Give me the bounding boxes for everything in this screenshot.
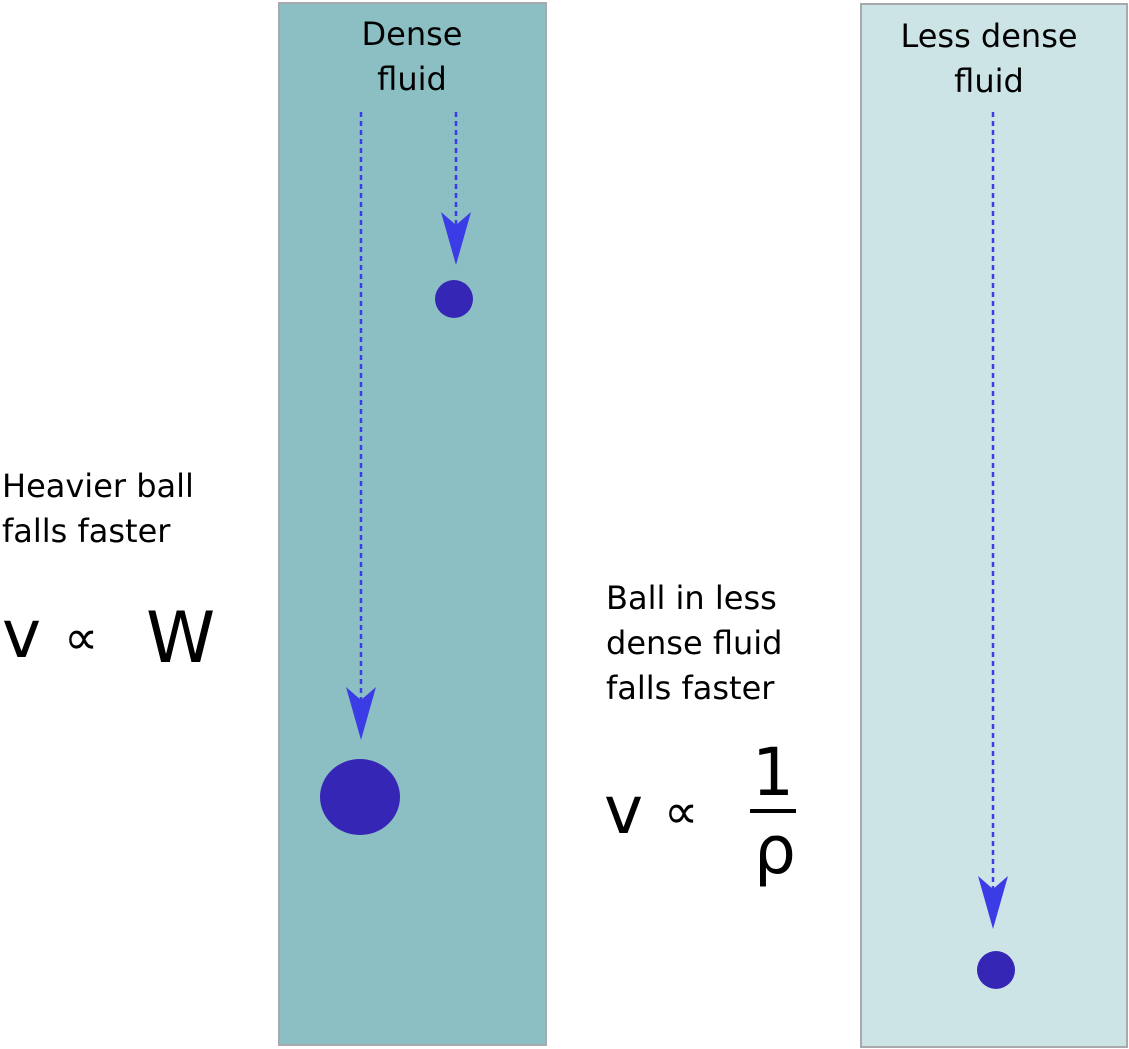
dense-fluid-container <box>278 2 547 1046</box>
density-formula-lhs: v <box>604 772 643 849</box>
heavy-ball-arrowhead-icon <box>346 687 376 740</box>
density-caption-line3: falls faster <box>606 669 775 707</box>
dense-fluid-label-line1: Dense <box>362 15 463 53</box>
light-ball-less-dense-fluid <box>977 951 1015 989</box>
density-formula-denominator: ρ <box>754 812 796 889</box>
weight-caption-line1: Heavier ball <box>2 467 194 505</box>
weight-formula-lhs: v <box>2 596 41 673</box>
dense-fluid-label-line2: fluid <box>377 60 447 98</box>
weight-formula-relation: ∝ <box>64 610 98 666</box>
heavy-ball <box>320 759 400 835</box>
density-formula-relation: ∝ <box>664 784 698 840</box>
less-dense-fluid-label-line2: fluid <box>954 62 1024 100</box>
density-caption-line1: Ball in less <box>606 579 777 617</box>
light-ball-dense-arrowhead-icon <box>441 212 471 265</box>
light-ball-less-dense-arrowhead-icon <box>978 876 1008 929</box>
light-ball-dense-fluid <box>435 280 473 318</box>
weight-caption-line2: falls faster <box>2 512 171 550</box>
less-dense-fluid-label-line1: Less dense <box>900 17 1077 55</box>
weight-formula-rhs: W <box>146 597 215 679</box>
density-formula-numerator: 1 <box>752 734 794 811</box>
density-caption-line2: dense fluid <box>606 624 782 662</box>
